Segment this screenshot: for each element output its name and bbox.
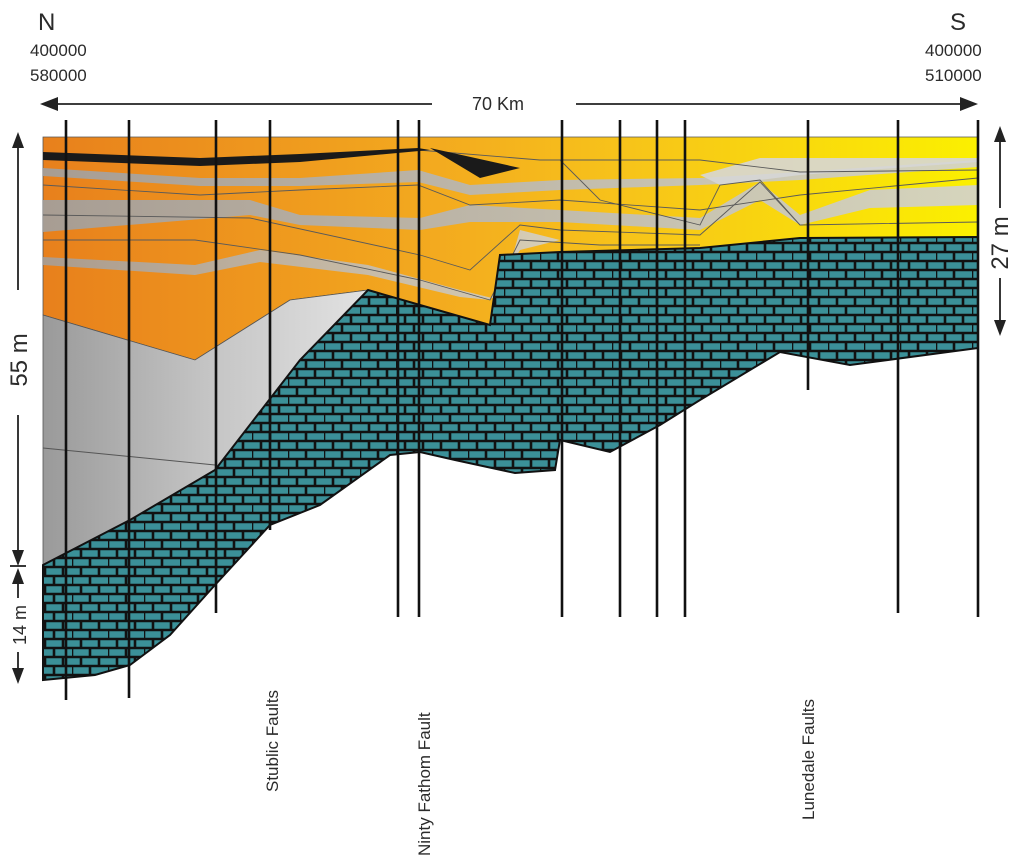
left-lower-scale bbox=[12, 568, 24, 684]
north-coord-2: 580000 bbox=[30, 66, 87, 85]
left-vertical-scale bbox=[10, 132, 26, 567]
fault-label-stublic: Stublic Faults bbox=[263, 690, 282, 792]
fault-lines bbox=[64, 120, 980, 700]
stratigraphic-boundaries bbox=[42, 149, 979, 301]
north-coord-1: 400000 bbox=[30, 41, 87, 60]
coal-seam bbox=[43, 148, 430, 166]
grey-bed-1 bbox=[43, 160, 978, 195]
limestone-basement bbox=[42, 235, 979, 682]
right-scale-label: 27 m bbox=[987, 216, 1014, 269]
south-coord-1: 400000 bbox=[925, 41, 982, 60]
horizontal-scale-arrow bbox=[40, 97, 978, 111]
fault-label-ninty-fathom: Ninty Fathom Fault bbox=[415, 712, 434, 856]
grey-bed-2 bbox=[43, 182, 978, 232]
right-vertical-scale bbox=[994, 126, 1006, 336]
left-lower-scale-label: 14 m bbox=[10, 605, 30, 645]
coal-wedge bbox=[430, 148, 520, 178]
left-upper-scale-label: 55 m bbox=[6, 333, 33, 386]
south-label: S bbox=[950, 9, 966, 36]
fault-label-lunedale: Lunedale Faults bbox=[799, 699, 818, 820]
horizontal-scale-label: 70 Km bbox=[472, 94, 524, 114]
grey-bed-3 bbox=[43, 230, 560, 300]
south-coord-2: 510000 bbox=[925, 66, 982, 85]
north-label: N bbox=[38, 9, 55, 36]
